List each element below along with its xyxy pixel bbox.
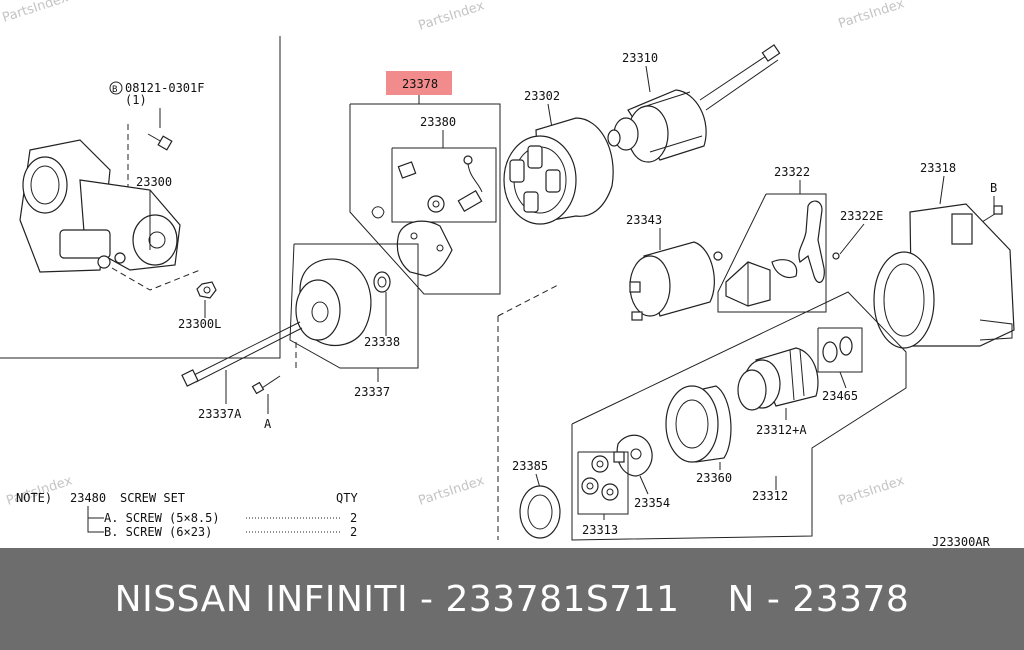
watermark: PartsIndex: [837, 0, 907, 32]
label-23322E: 23322E: [840, 209, 883, 223]
retainer-ring-icon: [822, 336, 853, 363]
brush-holder-icon: [371, 155, 483, 277]
label-23300L: 23300L: [178, 317, 221, 331]
watermark: PartsIndex: [1, 0, 71, 26]
parts-diagram: PartsIndex PartsIndex PartsIndex PartsIn…: [0, 0, 1015, 548]
note-description: SCREW SET: [120, 491, 185, 505]
watermark: PartsIndex: [837, 473, 907, 508]
label-23322: 23322: [774, 165, 810, 179]
bolt-icon: [147, 133, 173, 151]
section-boundary: [0, 36, 281, 359]
label-23360: 23360: [696, 471, 732, 485]
label-23302: 23302: [524, 89, 560, 103]
solenoid-icon: [629, 241, 723, 321]
label-23385: 23385: [512, 459, 548, 473]
screw-a-icon: [251, 375, 281, 395]
footer-oem-number: NISSAN INFINITI - 233781S711: [114, 578, 680, 620]
internal-gear-icon: [665, 385, 732, 463]
rear-cover-icon: [295, 258, 372, 347]
watermark: PartsIndex: [417, 473, 487, 508]
ref-b-label: B: [990, 181, 997, 195]
note-row-a-qty: 2: [350, 511, 357, 525]
footer-banner: NISSAN INFINITI - 233781S711 N - 23378: [0, 548, 1024, 650]
through-bolt-icon: [181, 321, 303, 387]
yoke-icon: [503, 117, 614, 225]
housing-icon: [873, 203, 1015, 349]
note-row-b-qty: 2: [350, 525, 357, 539]
label-23337A: 23337A: [198, 407, 242, 421]
label-23310: 23310: [622, 51, 658, 65]
label-23313: 23313: [582, 523, 618, 537]
label-23343: 23343: [626, 213, 662, 227]
label-23300: 23300: [136, 175, 172, 189]
group-box-23378: [349, 103, 501, 295]
note-part-number: 23480: [70, 491, 106, 505]
clip-icon: [832, 252, 840, 260]
note-qty-heading: QTY: [336, 491, 358, 505]
bolt-quantity: (1): [125, 93, 147, 107]
nut-icon: [196, 281, 217, 299]
bolt-ref-circle: [109, 81, 123, 95]
watermark: PartsIndex: [417, 0, 487, 34]
label-23354: 23354: [634, 496, 670, 510]
bolt-part-number: 08121-0301F: [125, 81, 204, 95]
bolt-ref-letter: B: [112, 85, 117, 95]
label-23318: 23318: [920, 161, 956, 175]
bushing-icon: [373, 271, 391, 293]
planet-gear-icon: [581, 455, 619, 501]
group-box-23312: [571, 291, 907, 541]
label-23380: 23380: [420, 115, 456, 129]
armature-icon: [607, 44, 781, 163]
drawing-code: J23300AR: [932, 535, 991, 548]
note-row-a-label: A. SCREW (5×8.5): [104, 511, 220, 525]
highlight-23378: [386, 71, 452, 95]
note-row-b-label: B. SCREW (6×23): [104, 525, 212, 539]
label-23338: 23338: [364, 335, 400, 349]
label-23378[interactable]: 23378: [402, 77, 438, 91]
shift-lever-icon: [725, 200, 825, 307]
pinion-gear-icon: [737, 347, 819, 411]
note-heading: NOTE): [16, 491, 52, 505]
label-23337: 23337: [354, 385, 390, 399]
footer-part-reference: N - 23378: [727, 578, 910, 620]
washer-icon: [519, 485, 561, 539]
label-23465: 23465: [822, 389, 858, 403]
planet-carrier-icon: [613, 434, 653, 477]
group-box-23322: [717, 193, 827, 313]
ref-a-label: A: [264, 417, 272, 431]
group-box-23337: [289, 243, 419, 369]
label-23312: 23312: [752, 489, 788, 503]
starter-assembly-icon: [19, 139, 181, 273]
label-23312A: 23312+A: [756, 423, 807, 437]
